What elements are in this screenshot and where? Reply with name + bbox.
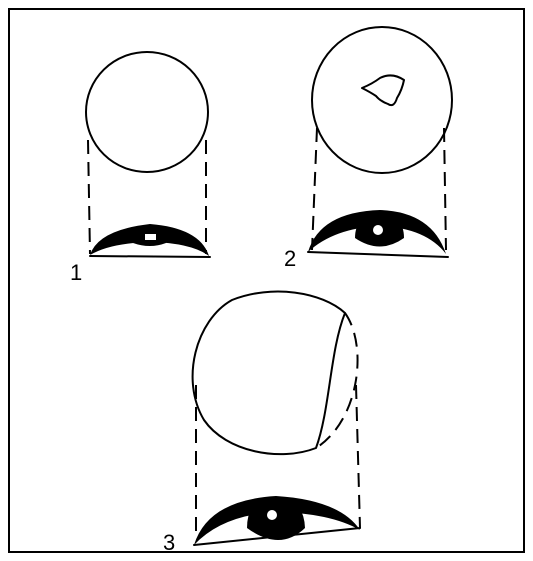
panel-3-pupil-highlight — [267, 510, 277, 520]
panel-1-pupil-highlight — [145, 234, 156, 240]
figure-frame — [9, 9, 524, 552]
panel-1-eye — [90, 224, 210, 257]
panel-3-eye — [194, 496, 360, 545]
panel-2-eye — [308, 210, 448, 257]
panel-2-dashed-guide-right — [444, 128, 446, 250]
panel-3-dashed-guide-right — [356, 385, 360, 528]
panel-3-outline — [193, 292, 345, 455]
panel-2-pupil-highlight — [373, 225, 383, 235]
panel-3-label: 3 — [163, 530, 175, 555]
panel-3: 3 — [163, 292, 360, 555]
panel-1-circle — [86, 52, 208, 172]
panel-2-dashed-guide-left — [312, 128, 317, 250]
panel-2-lower-lid — [308, 252, 448, 257]
panel-2-label: 2 — [284, 246, 296, 271]
panel-2-iris-opacity — [362, 75, 404, 105]
panel-1-lower-lid — [90, 256, 210, 257]
panel-1: 1 — [70, 52, 210, 285]
panel-1-dashed-guide-left — [88, 140, 90, 254]
panel-1-label: 1 — [70, 260, 82, 285]
panel-2: 2 — [284, 27, 452, 271]
